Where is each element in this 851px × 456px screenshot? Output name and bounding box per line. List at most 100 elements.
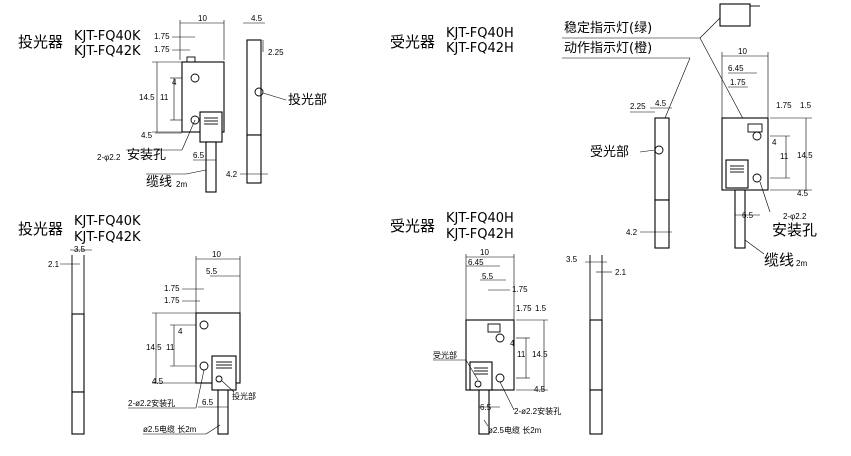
q4-receiver-drawing: 受光器 KJT-FQ40H KJT-FQ42H 10 6.45 5.5 1.75… [390, 211, 627, 435]
q2-dim-14-5: 14.5 [797, 151, 813, 160]
q4-dim-14-5: 14.5 [532, 350, 548, 359]
q2-dim-6-5: 6.5 [742, 211, 754, 220]
q3-hole-label: 2-ø2.2安装孔 [128, 398, 175, 408]
q2-mount-hole-upper [752, 131, 762, 141]
q1-type-label: 投光器 [18, 33, 63, 51]
q4-model-1: KJT-FQ40H [446, 211, 514, 226]
q4-dim-5-5: 5.5 [482, 272, 494, 281]
q3-model-2: KJT-FQ42K [74, 230, 141, 245]
q4-type-label: 受光器 [390, 217, 435, 235]
q3-emitter-label: 投光部 [232, 391, 256, 401]
q1-dim-4-2: 4.2 [226, 170, 238, 179]
q4-dim-6-45: 6.45 [468, 258, 484, 267]
q2-receiver-drawing: 受光器 KJT-FQ40H KJT-FQ42H 稳定指示灯(绿) 动作指示灯(橙… [390, 3, 817, 269]
q3-dim-5-5: 5.5 [206, 267, 218, 276]
q2-side-view [654, 117, 670, 201]
q2-type-label: 受光器 [390, 33, 435, 51]
q2-led-block [719, 3, 751, 27]
q4-dim-6-5: 6.5 [480, 403, 492, 412]
q4-dim-2-1: 2.1 [615, 268, 627, 277]
q2-dim-1-75: 1.75 [730, 78, 746, 87]
q3-type-label: 投光器 [18, 220, 63, 238]
q1-dim-6-5: 6.5 [193, 151, 205, 160]
q1-cable [205, 141, 217, 193]
q4-side-view [589, 319, 603, 391]
q2-mount-label: 安装孔 [772, 221, 817, 239]
q2-model-1: KJT-FQ40H [446, 26, 514, 41]
q2-cable-label: 缆线 [764, 251, 794, 269]
q2-mount-hole-lower [752, 173, 762, 183]
q1-side-view [246, 39, 262, 136]
q2-action-led-label: 动作指示灯(橙) [564, 41, 652, 56]
q2-lower-module [725, 159, 749, 189]
q1-cable-label: 缆线 [146, 174, 172, 190]
q3-cable-label: ø2.5电缆 长2m [143, 424, 197, 434]
q2-led-window [747, 123, 763, 133]
q3-dim-11: 11 [166, 343, 175, 352]
q4-dim-1-5: 1.5 [535, 304, 547, 313]
q4-receiver-label: 受光部 [433, 350, 457, 360]
q4-cable-label: ø2.5电缆 长2m [488, 425, 542, 435]
q4-dim-11: 11 [517, 350, 526, 359]
q1-hole-label: 2-φ2.2 [97, 153, 121, 162]
q4-dim-3-5: 3.5 [566, 255, 578, 264]
q3-dim-4: 4 [178, 327, 183, 336]
q3-cable [217, 389, 229, 435]
q1-dim-2-25: 2.25 [268, 48, 284, 57]
q4-dim-4-5: 4.5 [534, 385, 546, 394]
q2-dim-1-75r: 1.75 [776, 101, 792, 110]
q2-dim-4: 4 [772, 138, 777, 147]
q3-side-view [71, 313, 85, 393]
q3-lower-module [211, 355, 237, 391]
q2-receiver-label: 受光部 [590, 145, 629, 160]
q1-top-notch [186, 56, 196, 63]
q4-hole-label: 2-ø2.2安装孔 [514, 406, 561, 416]
q4-dim-10: 10 [480, 248, 489, 257]
q1-dim-10: 10 [198, 14, 207, 23]
q2-dim-11: 11 [780, 152, 789, 161]
q1-mount-label: 安装孔 [127, 148, 166, 163]
q3-dim-1-75a: 1.75 [164, 284, 180, 293]
q1-dim-1-75a: 1.75 [154, 32, 170, 41]
q1-dim-4-5: 4.5 [251, 14, 263, 23]
q3-dim-10: 10 [212, 250, 221, 259]
q4-side-cable [589, 389, 603, 435]
q1-lower-module [199, 111, 223, 143]
q2-side-cable [654, 199, 670, 249]
q3-dim-4-5: 4.5 [152, 377, 164, 386]
q3-dim-3-5: 3.5 [74, 245, 86, 254]
q1-cable-len: 2m [176, 180, 187, 189]
q3-model-1: KJT-FQ40K [74, 214, 141, 229]
q1-mount-hole-upper [190, 73, 200, 83]
q3-dim-2-1: 2.1 [48, 260, 60, 269]
q1-dim-11: 11 [160, 93, 169, 102]
q4-dim-4: 4 [510, 339, 515, 348]
q3-dim-14-5: 14.5 [146, 343, 162, 352]
q4-model-2: KJT-FQ42H [446, 227, 514, 242]
q1-dim-1-75b: 1.75 [154, 45, 170, 54]
q2-model-2: KJT-FQ42H [446, 41, 514, 56]
q4-receiver-lens [474, 380, 482, 388]
q4-dim-1-75: 1.75 [512, 285, 528, 294]
q2-dim-1-5: 1.5 [800, 101, 812, 110]
q2-stable-led-label: 稳定指示灯(绿) [564, 20, 652, 36]
q4-mount-hole-upper [495, 333, 505, 343]
q2-dim-2-25: 2.25 [630, 102, 646, 111]
q1-emitter-label: 投光部 [288, 92, 327, 108]
q1-dim-4: 4 [172, 78, 177, 87]
q3-emitter-drawing: 投光器 KJT-FQ40K KJT-FQ42K 3.5 2.1 10 5.5 1… [18, 214, 256, 435]
q3-mount-hole-upper [199, 320, 209, 330]
q2-cable-len: 2m [796, 259, 807, 268]
q4-led-window [487, 323, 501, 333]
q2-dim-4-5: 4.5 [655, 99, 667, 108]
q1-mount-hole-lower [190, 115, 200, 125]
q1-dim-4-5b: 4.5 [141, 131, 153, 140]
q2-dim-4-2: 4.2 [626, 228, 638, 237]
q2-dim-10: 10 [738, 47, 747, 56]
q4-cable [478, 389, 490, 435]
q4-dim-1-75r: 1.75 [516, 304, 532, 313]
q2-dim-4-5b: 4.5 [797, 189, 809, 198]
q1-model-1: KJT-FQ40K [74, 29, 141, 44]
q1-side-cable [246, 134, 262, 184]
